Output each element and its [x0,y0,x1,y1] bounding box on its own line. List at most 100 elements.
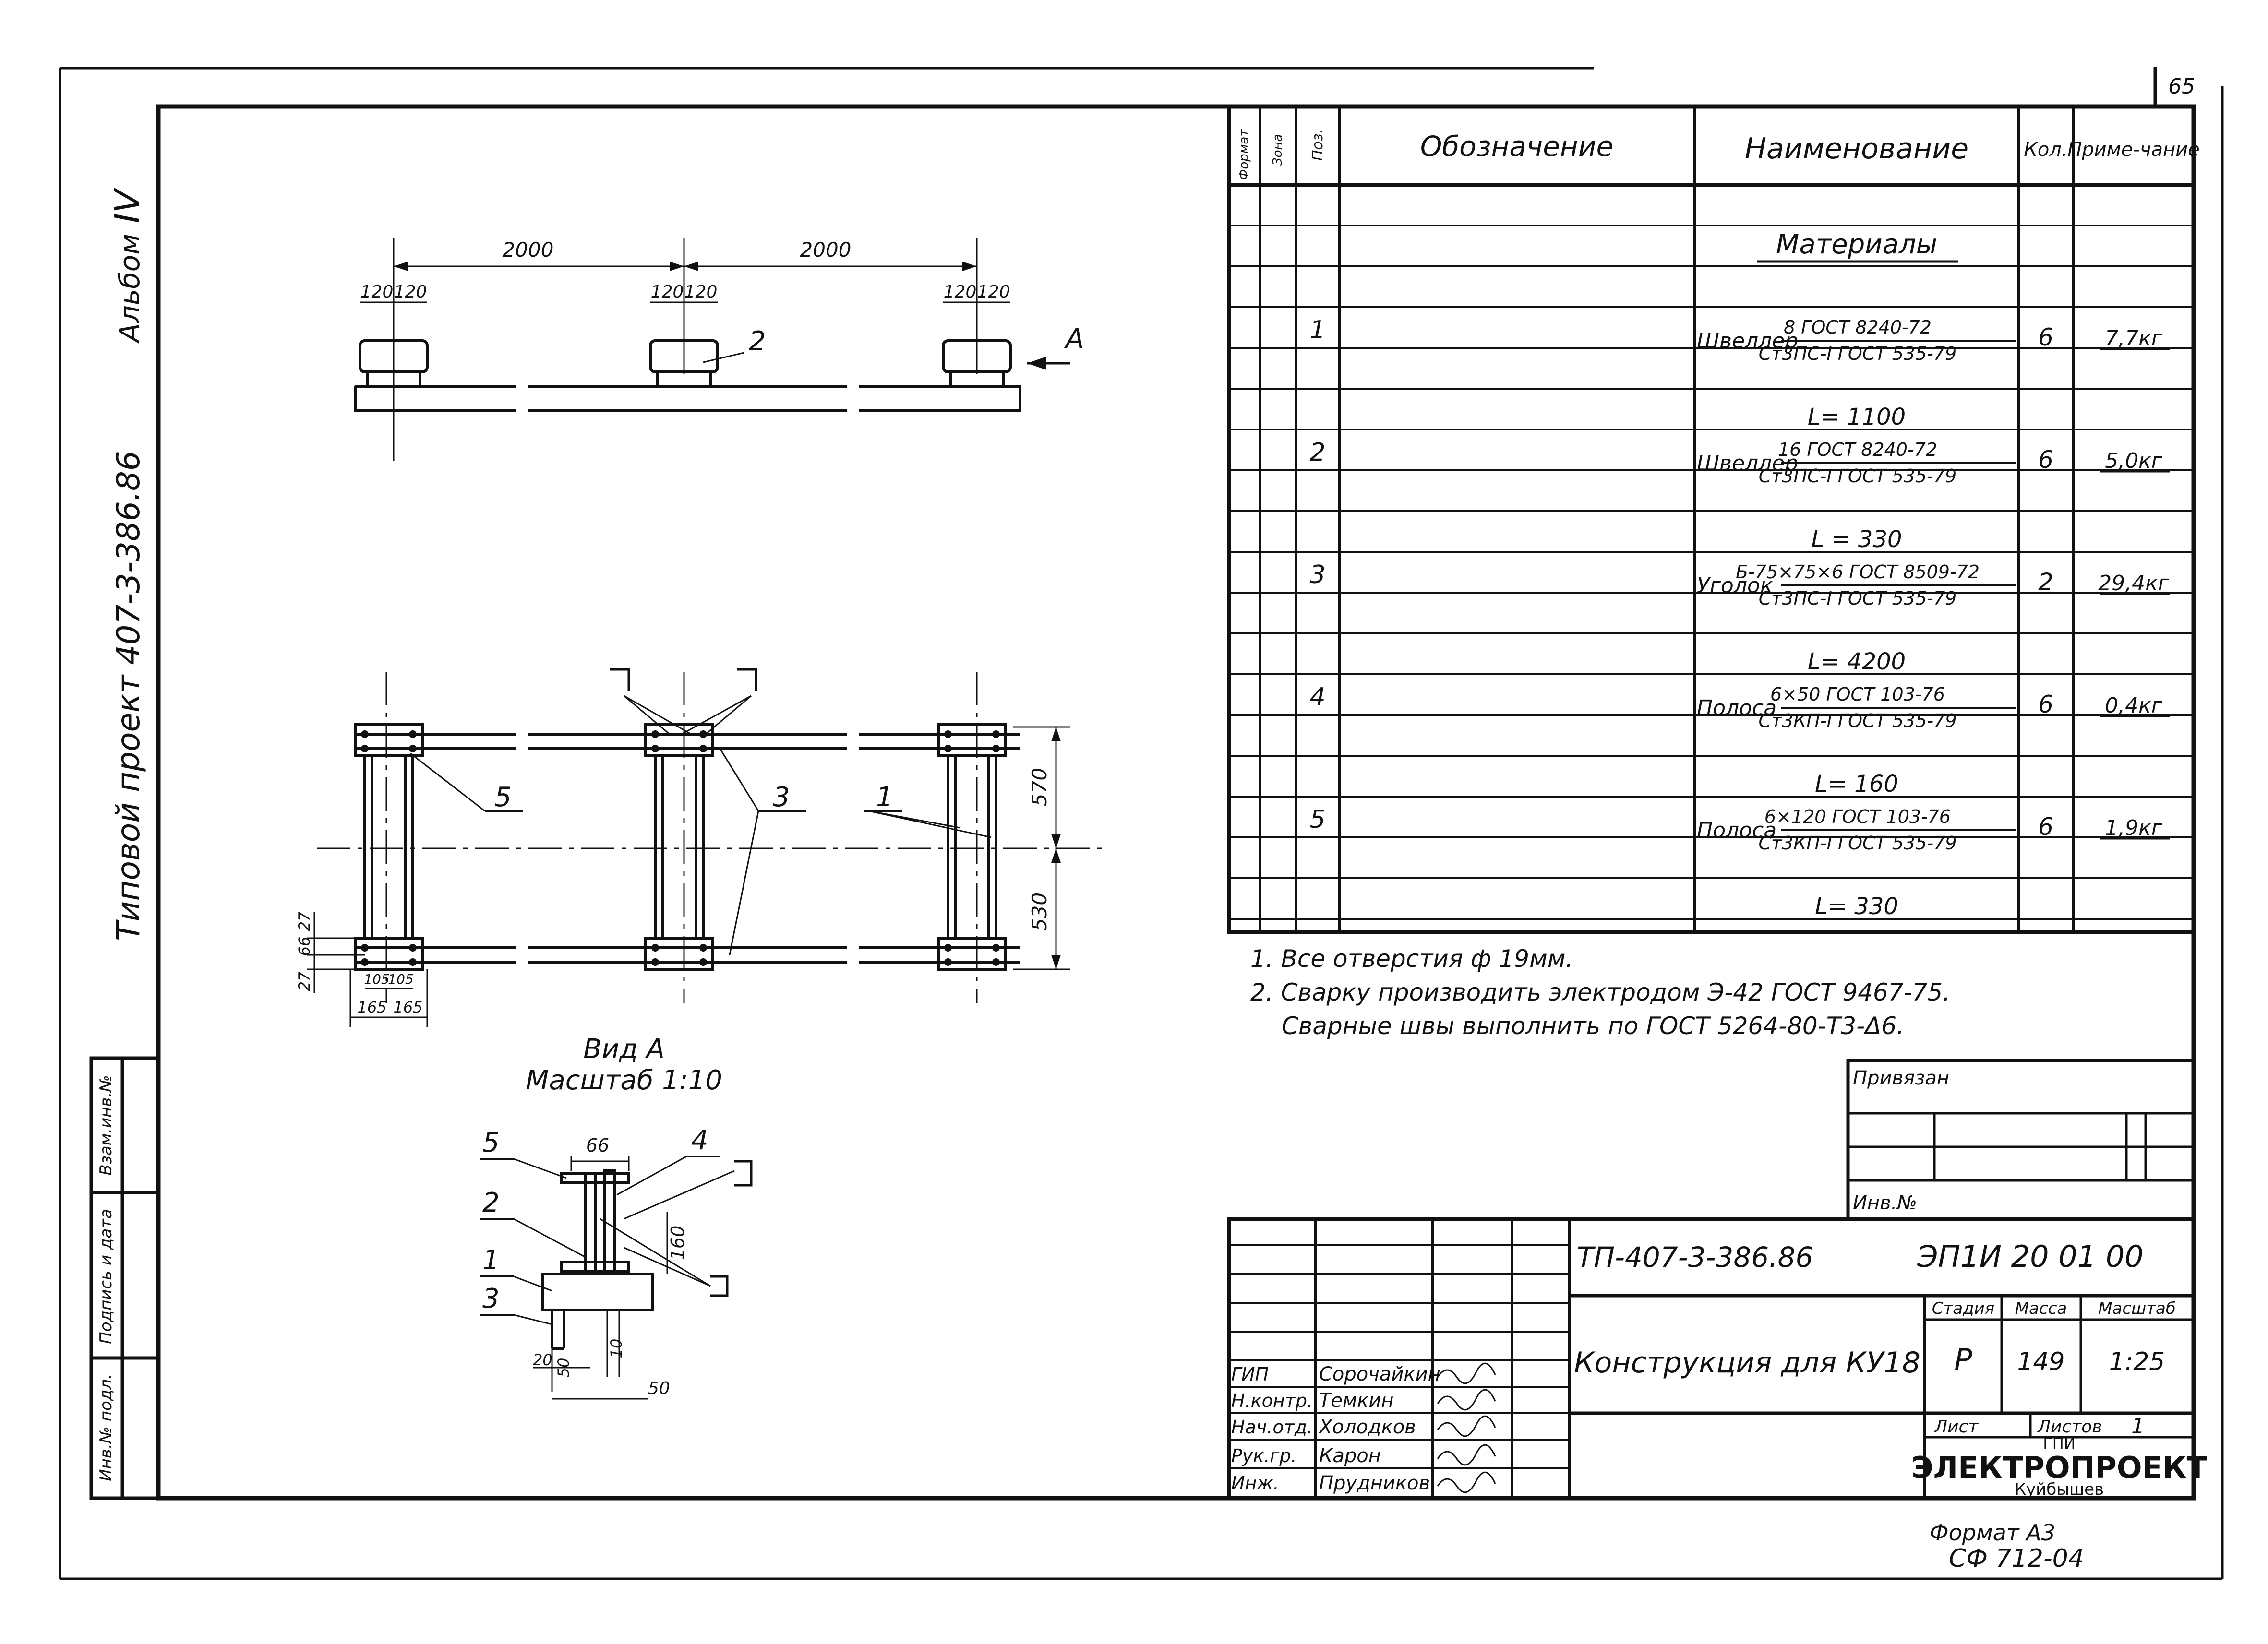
dim-27-bottom: 27 [295,971,313,991]
spec-kind: Уголок [1697,573,1773,598]
spec-pos: 5 [1309,805,1325,834]
spec-pos: 1 [1309,316,1325,345]
staff-name: Сорочайкин [1319,1363,1440,1385]
callout-4-section: 4 [691,1125,708,1156]
callout-5-plan: 5 [494,782,512,813]
signature-scribble [1437,1389,1496,1411]
dim-span-1: 2000 [503,238,554,262]
scale-value: 1:25 [2109,1347,2165,1376]
doc-mark: ЭП1И 20 01 00 [1917,1239,2144,1274]
staff-role: ГИП [1231,1364,1269,1385]
format-line-2: СФ 712-04 [1949,1544,2084,1573]
section-dim-66: 66 [586,1135,609,1156]
staff-name: Темкин [1319,1390,1394,1412]
section-dim-50-a: 50 [554,1358,573,1378]
org-city: Куйбышев [2015,1480,2104,1499]
spec-note: 29,4кг [2098,571,2170,596]
spec-note: 5,0кг [2105,449,2163,473]
callout-3-section: 3 [482,1283,500,1314]
spec-note: 7,7кг [2105,326,2163,351]
dim-120-f: 120 [977,282,1010,302]
staff-role: Н.контр. [1231,1390,1313,1411]
view-a-arrow-label: А [1064,323,1084,355]
section-title: Материалы [1776,229,1937,260]
dim-120-b: 120 [394,282,427,302]
inv-no-label: Инв.№ [1853,1192,1917,1214]
spec-qty: 2 [2038,568,2053,596]
staff-row: Рук.гр.Карон [1231,1444,1496,1467]
header-designation: Обозначение [1420,130,1613,163]
privyazan-label: Привязан [1853,1067,1949,1089]
doc-code: ТП-407-3-386.86 [1577,1241,1813,1274]
inner-frame [156,104,2196,1501]
section-dim-50-b: 50 [648,1379,670,1398]
spec-numerator: 16 ГОСТ 8240-72 [1778,439,1937,460]
project-label: Типовой проект 407-3-386.86 [110,451,147,941]
view-scale: Масштаб 1:10 [526,1065,722,1096]
title-block: ТП-407-3-386.86 ЭП1И 20 01 00 Конструкци… [1227,1217,2207,1500]
elevation-view: 2000 2000 120 120 120 120 120 120 2 А [354,238,1084,461]
header-name: Наименование [1745,132,1968,166]
spec-qty: 6 [2038,813,2053,841]
spec-kind: Полоса [1697,818,1776,843]
callout-1-plan: 1 [876,782,893,813]
plan-view: 570 530 27 66 27 105 105 165 165 5 3 1 [295,668,1109,1027]
spec-length: L= 160 [1815,771,1898,798]
org-top: ГПИ [2043,1435,2076,1453]
note-2: 2. Сварку производить электродом Э-42 ГО… [1250,978,1950,1006]
staff-row: ГИП Сорочайкин [1231,1362,1496,1385]
spec-table: Формат Зона Поз. Обозначение Наименовани… [1227,105,2200,934]
callout-2-elev: 2 [749,326,766,357]
staff-role: Рук.гр. [1231,1445,1297,1466]
vzam-inv-label: Взам.инв.№ [96,1075,116,1175]
callout-1-section: 1 [482,1245,500,1276]
spec-length: L= 330 [1815,893,1898,920]
dim-66: 66 [295,937,313,956]
stage-value: Р [1954,1342,1972,1377]
signature-scribble [1437,1471,1496,1493]
staff-role: Нач.отд. [1231,1417,1313,1438]
spec-qty: 6 [2038,691,2053,718]
dim-165-b: 165 [393,998,422,1016]
stage-label: Стадия [1932,1299,1994,1318]
spec-numerator: 6×50 ГОСТ 103-76 [1770,684,1945,705]
header-zone: Зона [1271,134,1285,166]
sign-date-label: Подпись и дата [96,1209,116,1344]
spec-denominator: Ст3ПС-I ГОСТ 535-79 [1759,343,1956,364]
spec-qty: 6 [2038,446,2053,474]
dim-span-2: 2000 [800,238,852,262]
spec-denominator: Ст3КП-I ГОСТ 535-79 [1759,710,1957,731]
album-label: Альбом [113,234,146,344]
header-pos: Поз. [1309,129,1326,161]
dim-120-c: 120 [651,282,684,302]
mass-value: 149 [2017,1347,2064,1376]
staff-name: Холодков [1318,1416,1416,1438]
section-detail: 66 160 10 20 50 50 5 2 1 3 4 [480,1125,753,1400]
section-dim-20: 20 [533,1351,552,1369]
spec-note: 1,9кг [2105,816,2163,840]
section-dim-160: 160 [667,1226,688,1261]
signature-scribble [1437,1362,1496,1384]
spec-denominator: Ст3ПС-I ГОСТ 535-79 [1759,588,1956,609]
dim-27-top: 27 [295,911,313,931]
format-stamp: Формат А3 СФ 712-04 [1930,1520,2084,1573]
spec-numerator: Б-75×75×6 ГОСТ 8509-72 [1736,561,1980,583]
album-number: IV [107,187,147,223]
staff-name: Прудников [1319,1472,1430,1494]
side-block: IV Альбом Типовой проект 407-3-386.86 Вз… [89,187,160,1500]
dim-165-a: 165 [357,998,386,1016]
callout-2-section: 2 [482,1187,500,1218]
org-name: ЭЛЕКТРОПРОЕКТ [1911,1450,2207,1485]
dim-120-a: 120 [360,282,394,302]
spec-pos: 2 [1309,438,1325,467]
spec-numerator: 6×120 ГОСТ 103-76 [1764,806,1951,827]
signature-scribble [1437,1415,1496,1437]
scale-label: Масштаб [2098,1299,2176,1318]
spec-kind: Полоса [1697,696,1776,720]
drawing-title: Конструкция для КУ18 [1574,1346,1920,1380]
